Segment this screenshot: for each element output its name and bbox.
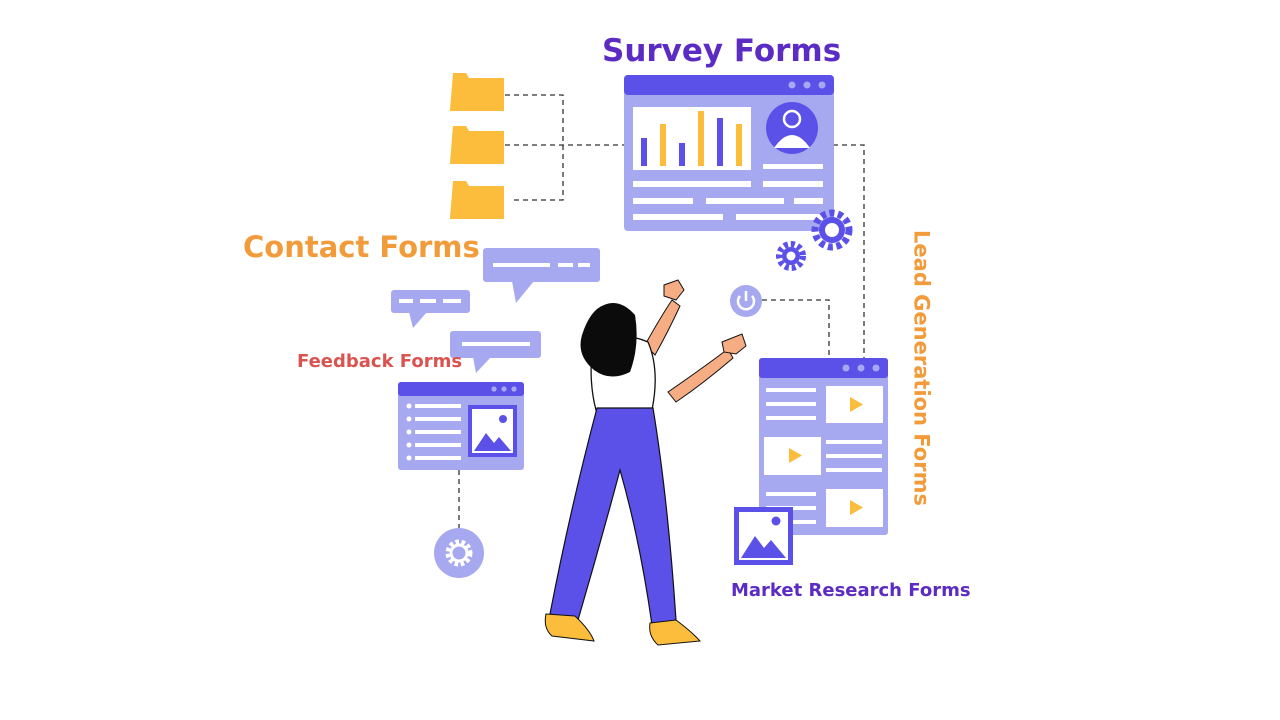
- play-icon: [826, 386, 883, 423]
- chat-bubble-icon: [391, 290, 470, 328]
- feedback-window: [398, 382, 524, 470]
- feedback-forms-label: Feedback Forms: [297, 351, 463, 372]
- image-icon: [468, 405, 517, 457]
- gear-icon: [811, 209, 853, 251]
- survey-forms-label: Survey Forms: [602, 33, 842, 69]
- play-icon: [764, 437, 821, 475]
- chart-icon: [633, 107, 751, 170]
- lead-window: [759, 358, 888, 535]
- folder-icon: [450, 181, 504, 219]
- folder-icon: [450, 73, 504, 111]
- user-avatar-icon: [766, 102, 818, 154]
- contact-forms-label: Contact Forms: [243, 230, 480, 264]
- woman-figure: [544, 279, 747, 646]
- gear-icon: [776, 241, 806, 271]
- dashed-connectors: [458, 94, 865, 530]
- image-icon: [734, 507, 793, 565]
- chat-bubble-icon: [483, 248, 600, 303]
- market-research-forms-label: Market Research Forms: [731, 580, 971, 601]
- folder-icon: [450, 126, 504, 164]
- chat-bubble-icon: [450, 331, 541, 373]
- survey-window: [624, 75, 834, 231]
- power-icon: [730, 285, 762, 317]
- lead-generation-forms-label: Lead Generation Forms: [909, 230, 934, 506]
- play-icon: [826, 489, 883, 527]
- gear-icon: [434, 528, 484, 578]
